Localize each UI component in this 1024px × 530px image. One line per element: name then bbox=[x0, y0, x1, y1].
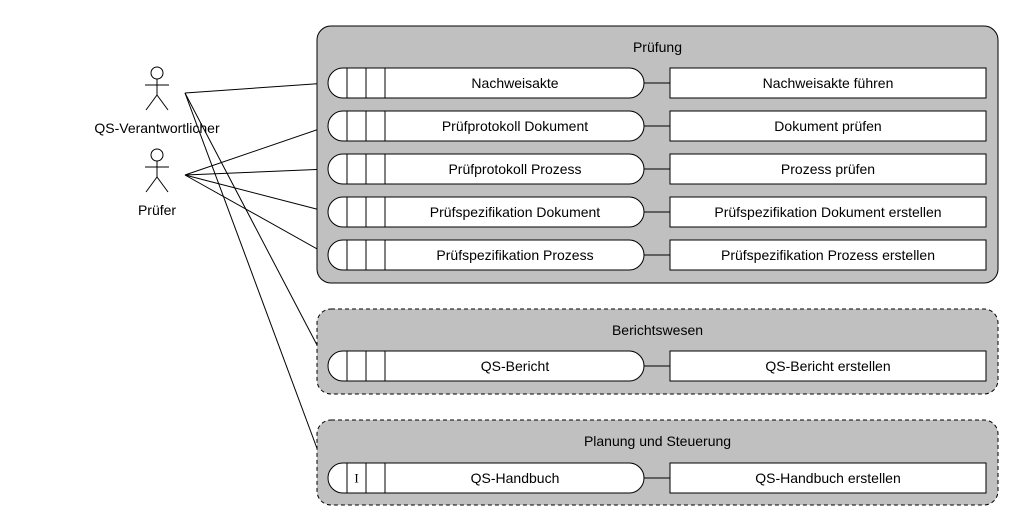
actor-icon bbox=[145, 66, 169, 111]
use-case-row: QS-Bericht QS-Bericht erstellen bbox=[327, 350, 987, 382]
action-box bbox=[669, 350, 987, 382]
item-pill bbox=[327, 153, 645, 185]
use-case-row: I QS-Handbuch QS-Handbuch erstellen bbox=[327, 462, 987, 494]
action-box bbox=[669, 196, 987, 228]
group-title: Berichtswesen bbox=[612, 322, 703, 338]
action-label: QS-Bericht erstellen bbox=[765, 358, 890, 374]
action-box bbox=[669, 67, 987, 99]
item-pill bbox=[327, 110, 645, 142]
actor-label: QS-Verantwortlicher bbox=[94, 120, 220, 136]
item-label: Prüfspezifikation Dokument bbox=[430, 204, 601, 220]
action-box bbox=[669, 462, 987, 494]
actor-icon bbox=[145, 148, 169, 193]
use-case-row: Nachweisakte Nachweisakte führen bbox=[327, 67, 987, 99]
item-pill bbox=[327, 350, 645, 382]
action-label: Nachweisakte führen bbox=[763, 75, 894, 91]
action-label: QS-Handbuch erstellen bbox=[755, 470, 901, 486]
association-line bbox=[184, 82, 329, 94]
use-case-row: Prüfspezifikation Prozess Prüfspezifikati… bbox=[327, 239, 987, 271]
item-label: Nachweisakte bbox=[471, 75, 558, 91]
association-line bbox=[184, 174, 329, 256]
item-marker: I bbox=[354, 471, 358, 486]
action-label: Dokument prüfen bbox=[774, 118, 881, 134]
group-title: Prüfung bbox=[633, 39, 682, 55]
actor-pruefer: Prüfer bbox=[138, 148, 176, 218]
use-case-row: Prüfspezifikation Dokument Prüfspezifikat… bbox=[327, 196, 987, 228]
item-pill bbox=[327, 462, 645, 494]
action-label: Prüfspezifikation Prozess erstellen bbox=[721, 247, 935, 263]
association-line bbox=[184, 168, 329, 176]
item-pill bbox=[327, 67, 645, 99]
action-box bbox=[669, 110, 987, 142]
item-label: Prüfprotokoll Prozess bbox=[448, 161, 581, 177]
action-box bbox=[669, 153, 987, 185]
actor-leg bbox=[145, 176, 158, 193]
actor-qs: QS-Verantwortlicher bbox=[94, 66, 220, 136]
actor-leg bbox=[156, 94, 169, 111]
connection-lines bbox=[184, 82, 329, 479]
association-line bbox=[184, 92, 329, 367]
use-case-row: Prüfprotokoll Dokument Dokument prüfen bbox=[327, 110, 987, 142]
action-label: Prüfspezifikation Dokument erstellen bbox=[714, 204, 941, 220]
action-box bbox=[669, 239, 987, 271]
item-label: Prüfprotokoll Dokument bbox=[442, 118, 588, 134]
actor-head bbox=[150, 148, 164, 162]
item-pill bbox=[327, 196, 645, 228]
group-title: Planung und Steuerung bbox=[584, 433, 731, 449]
item-label: QS-Bericht bbox=[481, 358, 550, 374]
item-label: QS-Handbuch bbox=[471, 470, 560, 486]
actor-leg bbox=[145, 94, 158, 111]
item-label: Prüfspezifikation Prozess bbox=[436, 247, 593, 263]
association-line bbox=[184, 174, 329, 213]
association-line bbox=[184, 125, 329, 176]
actor-head bbox=[150, 66, 164, 80]
association-line bbox=[184, 92, 329, 479]
use-case-row: Prüfprotokoll Prozess Prozess prüfen bbox=[327, 153, 987, 185]
actor-label: Prüfer bbox=[138, 202, 176, 218]
item-pill bbox=[327, 239, 645, 271]
action-label: Prozess prüfen bbox=[781, 161, 875, 177]
actor-leg bbox=[156, 176, 169, 193]
